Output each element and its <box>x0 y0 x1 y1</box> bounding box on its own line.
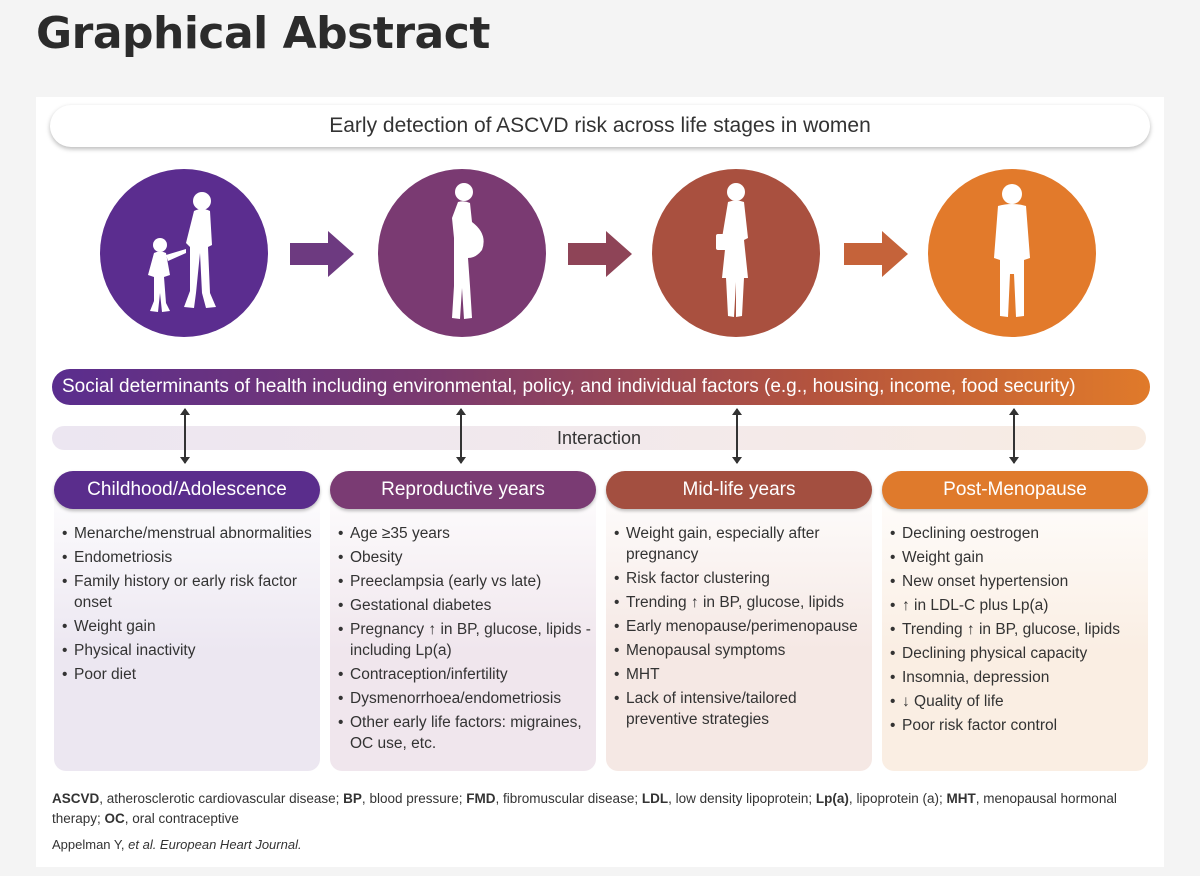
card-title: Post-Menopause <box>882 471 1148 509</box>
list-item: Family history or early risk factor onse… <box>62 571 316 613</box>
stage-card-childhood: Childhood/Adolescence Menarche/menstrual… <box>54 471 320 771</box>
list-item: Weight gain, especially after pregnancy <box>614 523 868 565</box>
list-item: Other early life factors: migraines, OC … <box>338 712 592 754</box>
list-item: Poor risk factor control <box>890 715 1144 736</box>
list-item: Risk factor clustering <box>614 568 868 589</box>
list-item: Lack of intensive/tailored preventive st… <box>614 688 868 730</box>
abbr-def: low density lipoprotein; <box>675 791 816 806</box>
abbr-def: atherosclerotic cardiovascular disease; <box>106 791 344 806</box>
social-determinants-bar: Social determinants of health including … <box>52 369 1150 405</box>
list-item: Poor diet <box>62 664 316 685</box>
list-item: Physical inactivity <box>62 640 316 661</box>
list-item: Contraception/infertility <box>338 664 592 685</box>
abbr: FMD <box>466 791 496 806</box>
card-title: Mid-life years <box>606 471 872 509</box>
risk-factor-list: Age ≥35 years Obesity Preeclampsia (earl… <box>338 523 592 757</box>
abbr: OC <box>104 811 125 826</box>
abbr: MHT <box>946 791 976 806</box>
abbr: BP <box>343 791 362 806</box>
stage-circle-postmenopause <box>928 169 1096 337</box>
pregnant-woman-icon <box>452 183 484 319</box>
arrow-right-icon <box>568 231 632 277</box>
list-item: Trending ↑ in BP, glucose, lipids <box>890 619 1144 640</box>
list-item: Menarche/menstrual abnormalities <box>62 523 316 544</box>
card-title: Reproductive years <box>330 471 596 509</box>
stage-card-postmenopause: Post-Menopause Declining oestrogen Weigh… <box>882 471 1148 771</box>
double-arrow-icon <box>1009 408 1019 464</box>
stage-card-reproductive: Reproductive years Age ≥35 years Obesity… <box>330 471 596 771</box>
page-title: Graphical Abstract <box>36 8 490 59</box>
stage-circle-childhood <box>100 169 268 337</box>
list-item: Obesity <box>338 547 592 568</box>
double-arrow-icon <box>456 408 466 464</box>
risk-factor-list: Declining oestrogen Weight gain New onse… <box>890 523 1144 739</box>
arrow-right-icon <box>290 231 354 277</box>
card-title: Childhood/Adolescence <box>54 471 320 509</box>
list-item: Weight gain <box>890 547 1144 568</box>
stage-card-midlife: Mid-life years Weight gain, especially a… <box>606 471 872 771</box>
abbr: LDL <box>641 791 669 806</box>
risk-factor-list: Menarche/menstrual abnormalities Endomet… <box>62 523 316 688</box>
stage-circle-reproductive <box>378 169 546 337</box>
interaction-bar: Interaction <box>52 426 1146 450</box>
list-item: Weight gain <box>62 616 316 637</box>
citation: Appelman Y, et al. European Heart Journa… <box>52 837 302 852</box>
abbr: Lp(a) <box>815 791 849 806</box>
stage-circle-midlife <box>652 169 820 337</box>
abbr-def: fibromuscular disease; <box>503 791 642 806</box>
older-woman-icon <box>994 184 1030 317</box>
list-item: Gestational diabetes <box>338 595 592 616</box>
list-item: New onset hypertension <box>890 571 1144 592</box>
citation-authors: Appelman Y, <box>52 837 129 852</box>
abbr-def: oral contraceptive <box>132 811 239 826</box>
abbr-def: lipoprotein (a); <box>856 791 947 806</box>
list-item: Endometriosis <box>62 547 316 568</box>
abstract-banner: Early detection of ASCVD risk across lif… <box>50 105 1150 147</box>
risk-factor-list: Weight gain, especially after pregnancy … <box>614 523 868 733</box>
list-item: Pregnancy ↑ in BP, glucose, lipids - inc… <box>338 619 592 661</box>
abbreviations-footnote: ASCVD, atherosclerotic cardiovascular di… <box>52 791 1117 826</box>
abbr-def: blood pressure; <box>369 791 467 806</box>
list-item: Declining physical capacity <box>890 643 1144 664</box>
abbr-def: menopausal hormonal therapy; <box>52 791 1117 826</box>
list-item: Insomnia, depression <box>890 667 1144 688</box>
list-item: Preeclampsia (early vs late) <box>338 571 592 592</box>
girl-and-mother-icon <box>148 192 216 312</box>
list-item: Menopausal symptoms <box>614 640 868 661</box>
list-item: Dysmenorrhoea/endometriosis <box>338 688 592 709</box>
arrow-right-icon <box>844 231 908 277</box>
double-arrow-icon <box>732 408 742 464</box>
list-item: Early menopause/perimenopause <box>614 616 868 637</box>
list-item: MHT <box>614 664 868 685</box>
graphical-abstract-panel: Early detection of ASCVD risk across lif… <box>36 97 1164 867</box>
list-item: Declining oestrogen <box>890 523 1144 544</box>
double-arrow-icon <box>180 408 190 464</box>
list-item: ↑ in LDL-C plus Lp(a) <box>890 595 1144 616</box>
midlife-woman-icon <box>716 183 748 317</box>
list-item: Trending ↑ in BP, glucose, lipids <box>614 592 868 613</box>
list-item: ↓ Quality of life <box>890 691 1144 712</box>
list-item: Age ≥35 years <box>338 523 592 544</box>
citation-journal: et al. European Heart Journal. <box>128 837 302 852</box>
abbr: ASCVD <box>52 791 100 806</box>
